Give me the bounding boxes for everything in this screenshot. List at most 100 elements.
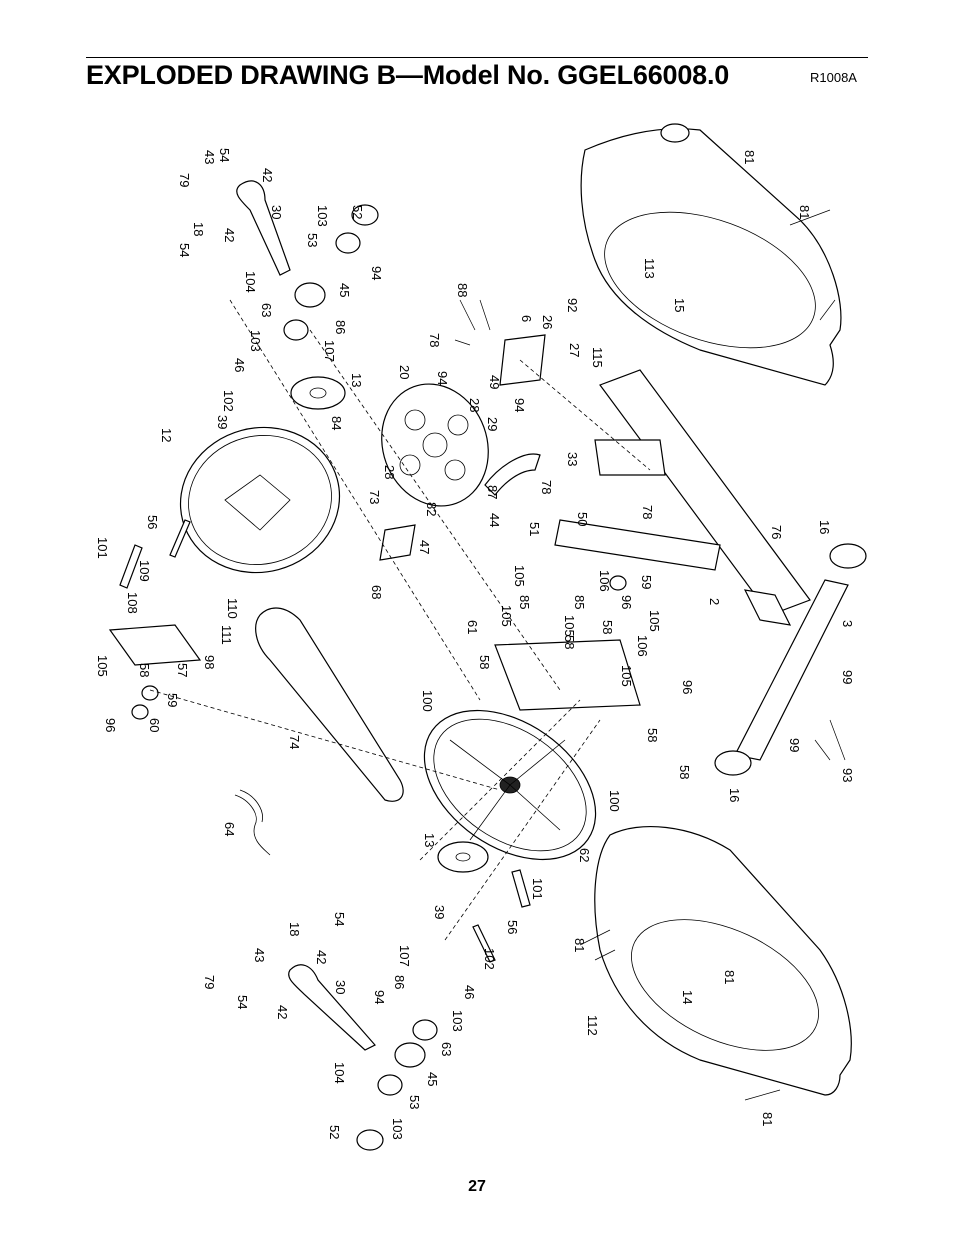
svg-text:115: 115: [590, 347, 605, 368]
svg-text:105: 105: [647, 610, 662, 632]
svg-text:92: 92: [565, 298, 580, 312]
svg-text:105: 105: [619, 665, 634, 687]
svg-text:110: 110: [225, 598, 240, 619]
svg-text:18: 18: [191, 222, 206, 236]
svg-text:99: 99: [787, 738, 802, 752]
svg-text:109: 109: [137, 560, 152, 582]
svg-text:58: 58: [600, 620, 615, 634]
svg-text:94: 94: [372, 990, 387, 1004]
svg-text:59: 59: [639, 575, 654, 589]
svg-text:58: 58: [562, 635, 577, 649]
svg-text:85: 85: [572, 595, 587, 609]
svg-text:104: 104: [332, 1062, 347, 1084]
svg-text:58: 58: [645, 728, 660, 742]
svg-text:33: 33: [565, 452, 580, 466]
part-callouts: 54 43 42 79 30 52 103 18 42 54 53 94 104…: [95, 148, 855, 1140]
svg-text:61: 61: [465, 620, 480, 634]
svg-text:82: 82: [424, 502, 439, 516]
right-shroud: [580, 123, 842, 386]
svg-text:56: 56: [505, 920, 520, 934]
svg-text:44: 44: [487, 513, 502, 527]
svg-text:105: 105: [499, 605, 514, 627]
svg-text:58: 58: [137, 663, 152, 677]
svg-text:99: 99: [840, 670, 855, 684]
svg-text:94: 94: [435, 371, 450, 385]
svg-text:16: 16: [727, 788, 742, 802]
svg-text:52: 52: [327, 1125, 342, 1139]
svg-text:46: 46: [462, 985, 477, 999]
svg-text:100: 100: [607, 790, 622, 812]
svg-text:12: 12: [159, 428, 174, 442]
svg-text:53: 53: [305, 233, 320, 247]
svg-text:51: 51: [527, 522, 542, 536]
main-frame: [554, 369, 811, 626]
svg-text:81: 81: [742, 150, 757, 164]
svg-text:81: 81: [572, 938, 587, 952]
svg-text:63: 63: [259, 303, 274, 317]
svg-text:30: 30: [333, 980, 348, 994]
svg-text:87: 87: [485, 485, 500, 499]
svg-text:45: 45: [337, 283, 352, 297]
svg-text:27: 27: [567, 343, 582, 357]
left-shroud: [594, 826, 852, 1096]
wire-harness: [234, 789, 271, 856]
drive-belt: [255, 607, 404, 802]
svg-text:64: 64: [222, 822, 237, 836]
svg-text:54: 54: [177, 243, 192, 257]
stabilizer-tube: [714, 543, 867, 776]
svg-text:101: 101: [530, 878, 545, 900]
svg-text:3: 3: [840, 620, 855, 627]
svg-text:79: 79: [202, 975, 217, 989]
svg-text:6: 6: [519, 315, 534, 322]
svg-text:81: 81: [760, 1112, 775, 1126]
svg-text:113: 113: [642, 258, 657, 279]
svg-text:86: 86: [392, 975, 407, 989]
svg-text:13: 13: [349, 373, 364, 387]
svg-text:96: 96: [619, 595, 634, 609]
svg-text:104: 104: [243, 271, 258, 293]
svg-text:102: 102: [221, 390, 236, 412]
svg-text:30: 30: [269, 205, 284, 219]
bearings: [131, 204, 627, 1151]
svg-text:2: 2: [707, 598, 722, 605]
svg-text:49: 49: [487, 375, 502, 389]
svg-text:106: 106: [597, 570, 612, 592]
svg-text:94: 94: [369, 266, 384, 280]
svg-text:78: 78: [427, 333, 442, 347]
svg-text:16: 16: [817, 520, 832, 534]
pulley-disk: [179, 426, 341, 574]
svg-text:103: 103: [248, 330, 263, 352]
flywheel: [381, 383, 489, 507]
svg-text:85: 85: [517, 595, 532, 609]
svg-text:45: 45: [425, 1072, 440, 1086]
svg-text:103: 103: [315, 205, 330, 227]
svg-text:73: 73: [367, 490, 382, 504]
svg-text:93: 93: [840, 768, 855, 782]
svg-text:96: 96: [680, 680, 695, 694]
drawing-reference-code: R1008A: [810, 70, 857, 85]
svg-text:46: 46: [232, 358, 247, 372]
svg-text:52: 52: [350, 205, 365, 219]
svg-text:78: 78: [539, 480, 554, 494]
svg-text:50: 50: [575, 512, 590, 526]
svg-text:14: 14: [680, 990, 695, 1004]
svg-text:81: 81: [797, 205, 812, 219]
upright-plate: [494, 639, 641, 711]
svg-text:105: 105: [512, 565, 527, 587]
svg-text:112: 112: [585, 1015, 600, 1036]
brackets: [108, 334, 546, 666]
svg-text:96: 96: [103, 718, 118, 732]
svg-text:13: 13: [422, 833, 437, 847]
svg-text:58: 58: [477, 655, 492, 669]
crank-arm-right: [236, 180, 326, 308]
svg-text:42: 42: [222, 228, 237, 242]
svg-text:106: 106: [635, 635, 650, 657]
svg-text:58: 58: [677, 765, 692, 779]
svg-text:84: 84: [329, 416, 344, 430]
svg-text:62: 62: [577, 848, 592, 862]
svg-text:20: 20: [397, 365, 412, 379]
svg-text:26: 26: [540, 315, 555, 329]
svg-text:101: 101: [95, 537, 110, 559]
svg-text:68: 68: [369, 585, 384, 599]
